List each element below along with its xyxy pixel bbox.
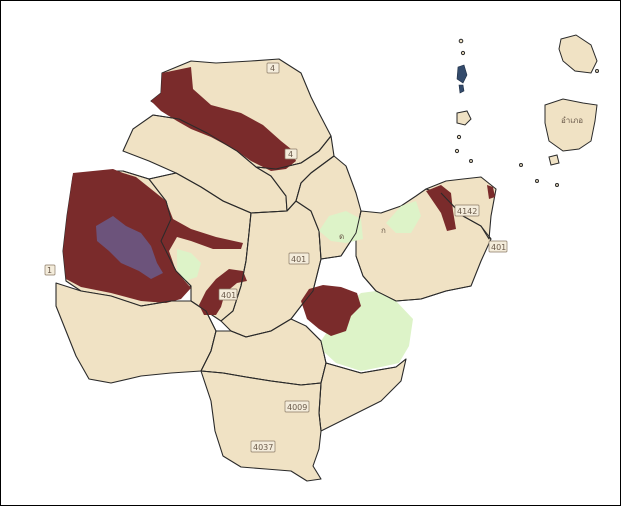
svg-text:4: 4 [288, 150, 293, 159]
islet-9[interactable] [595, 69, 599, 73]
island-layer: อำเภอ [454, 34, 599, 187]
islet-5[interactable] [469, 159, 473, 163]
road-label-8: 4037 [250, 440, 276, 453]
red-area-northeast[interactable] [426, 185, 456, 231]
islet-7[interactable] [535, 179, 539, 183]
islet-1[interactable] [458, 38, 464, 44]
road-label-3: 401 [288, 252, 310, 265]
island-large-ne[interactable] [558, 34, 598, 74]
red-area-far-east[interactable] [487, 185, 495, 199]
green-area-ne[interactable] [386, 201, 421, 233]
islet-6[interactable] [519, 163, 523, 167]
svg-text:401: 401 [291, 255, 306, 264]
road-label-9: 1 [44, 264, 56, 276]
place-label-1: ด [339, 232, 344, 241]
road-labels: 4 4 401 401 4142 401 4009 4037 [44, 62, 508, 453]
water-layer [96, 216, 163, 279]
islet-4[interactable] [454, 148, 460, 154]
reservoir[interactable] [96, 216, 163, 279]
road-label-6: 401 [488, 240, 508, 253]
svg-text:401: 401 [221, 291, 236, 300]
island-blue-2[interactable] [458, 84, 465, 94]
red-area-central[interactable] [301, 285, 361, 336]
svg-text:4009: 4009 [287, 403, 307, 412]
svg-text:1: 1 [47, 266, 52, 275]
red-area-north-band[interactable] [151, 67, 296, 171]
island-small-2[interactable] [548, 154, 560, 166]
svg-text:4142: 4142 [457, 207, 477, 216]
islet-2[interactable] [460, 50, 466, 56]
place-label-2: ก [381, 226, 386, 235]
boundary-layer [122, 114, 492, 432]
road-label-4: 401 [218, 288, 238, 301]
island-place-label: อำเภอ [561, 116, 583, 125]
red-area-west[interactable] [63, 169, 243, 303]
green-area-north[interactable] [319, 211, 363, 243]
svg-text:401: 401 [491, 243, 506, 252]
island-small-1[interactable] [456, 110, 472, 126]
svg-text:4: 4 [270, 64, 275, 73]
island-large-e[interactable] [544, 98, 598, 152]
road-label-5: 4142 [454, 204, 480, 217]
island-blue-1[interactable] [456, 64, 468, 84]
district-south[interactable] [200, 370, 322, 482]
road-label-7: 4009 [284, 400, 310, 413]
road-label-1: 4 [266, 62, 280, 74]
islet-3[interactable] [456, 134, 462, 140]
svg-text:4037: 4037 [253, 443, 273, 452]
green-area-west[interactable] [177, 249, 201, 281]
road-label-2: 4 [284, 148, 298, 160]
islet-8[interactable] [555, 183, 559, 187]
